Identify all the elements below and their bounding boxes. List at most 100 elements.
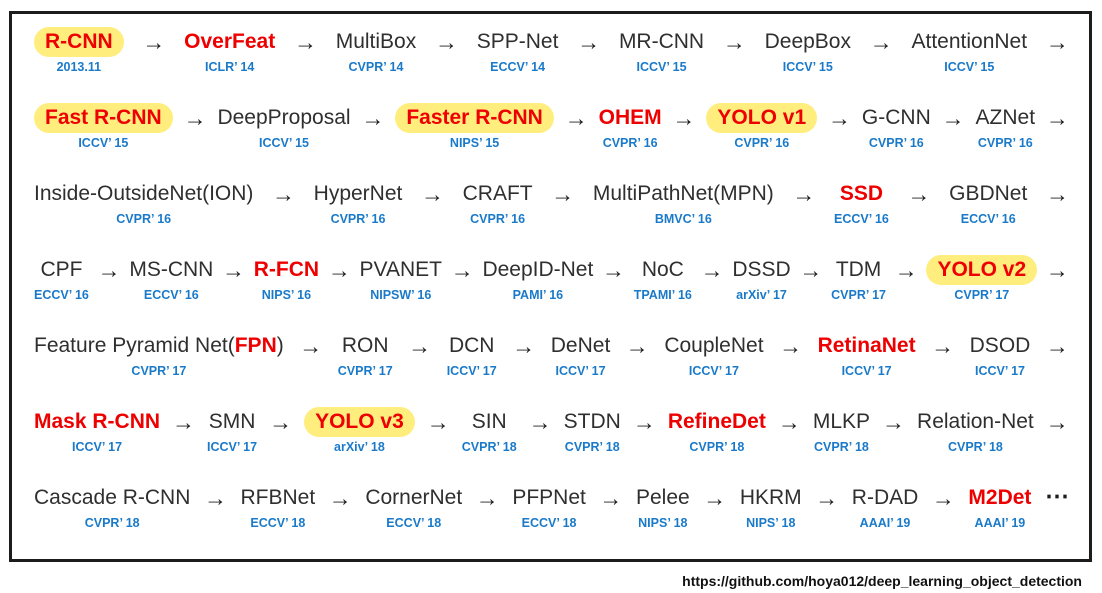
- model-name: RefineDet: [667, 410, 766, 433]
- model-name: Cascade R-CNN: [34, 486, 191, 509]
- venue-label: CVPR’ 16: [330, 212, 386, 226]
- model-name: R-CNN: [34, 27, 124, 57]
- arrow-icon: →: [882, 409, 906, 435]
- venue-label: ICCV’ 17: [446, 364, 497, 378]
- arrow-icon: →: [142, 29, 166, 55]
- arrow-icon: →: [632, 409, 656, 435]
- arrow-icon: →: [907, 181, 931, 207]
- venue-label: ECCV’ 16: [34, 288, 89, 302]
- model-name: Relation-Net: [917, 410, 1034, 433]
- model-name: RetinaNet: [817, 334, 916, 357]
- model-name: PVANET: [359, 258, 442, 281]
- model-name: Feature Pyramid Net(FPN): [34, 331, 284, 361]
- venue-label: CVPR’ 17: [337, 364, 393, 378]
- model-name: HyperNet: [313, 182, 403, 205]
- model-name: Pelee: [635, 486, 690, 509]
- arrow-icon: →: [1045, 29, 1069, 55]
- venue-label: ICCV’ 17: [974, 364, 1025, 378]
- arrow-icon: →: [203, 485, 227, 511]
- arrow-icon: →: [475, 485, 499, 511]
- arrow-icon: →: [408, 333, 432, 359]
- arrow-icon: →: [869, 29, 893, 55]
- arrow-icon: →: [894, 257, 918, 283]
- venue-label: arXiv’ 18: [334, 440, 385, 454]
- venue-label: CVPR’ 17: [131, 364, 187, 378]
- venue-label: ECCV’ 16: [143, 288, 199, 302]
- arrow-icon: →: [528, 409, 552, 435]
- model-name: MS-CNN: [129, 258, 214, 281]
- model-node: CPF ECCV’ 16: [34, 255, 89, 302]
- venue-label: AAAI’ 19: [859, 516, 911, 530]
- arrow-icon: →: [625, 333, 649, 359]
- venue-label: CVPR’ 18: [814, 440, 869, 454]
- venue-label: ECCV’ 16: [960, 212, 1016, 226]
- venue-label: CVPR’ 18: [564, 440, 620, 454]
- arrow-icon: →: [941, 105, 965, 131]
- model-name: DCN: [448, 334, 495, 357]
- model-name: RFBNet: [240, 486, 316, 509]
- model-name: HKRM: [739, 486, 802, 509]
- model-name: MultiBox: [335, 30, 417, 53]
- arrow-icon: →: [815, 485, 839, 511]
- venue-label: NIPS’ 18: [638, 516, 688, 530]
- model-name: Mask R-CNN: [34, 410, 161, 433]
- model-name: CRAFT: [462, 182, 533, 205]
- arrow-icon: →: [700, 257, 724, 283]
- model-name: DSSD: [732, 258, 791, 281]
- model-name: DeepBox: [764, 30, 851, 53]
- arrow-icon: →: [1045, 105, 1069, 131]
- arrow-icon: →: [602, 257, 626, 283]
- arrow-icon: →: [1045, 257, 1069, 283]
- model-name: DeepProposal: [217, 106, 351, 129]
- model-name: TDM: [835, 258, 882, 281]
- venue-label: NIPS’ 18: [746, 516, 796, 530]
- arrow-icon: →: [722, 29, 746, 55]
- model-name: OHEM: [598, 106, 662, 129]
- arrow-icon: →: [828, 105, 852, 131]
- ellipsis-icon: ⋯: [1044, 483, 1071, 510]
- arrow-icon: →: [426, 409, 450, 435]
- model-name: AttentionNet: [911, 30, 1028, 53]
- model-name: MR-CNN: [618, 30, 705, 53]
- arrow-icon: →: [779, 333, 803, 359]
- arrow-icon: →: [450, 257, 474, 283]
- venue-label: CVPR’ 16: [602, 136, 658, 150]
- model-name: AZNet: [975, 106, 1036, 129]
- source-url: https://github.com/hoya012/deep_learning…: [682, 573, 1082, 589]
- model-name-part: ): [276, 334, 284, 357]
- venue-label: CVPR’ 14: [348, 60, 404, 74]
- arrow-icon: →: [269, 409, 293, 435]
- model-name: CPF: [40, 258, 83, 281]
- venue-label: AAAI’ 19: [974, 516, 1026, 530]
- model-name: RON: [341, 334, 389, 357]
- model-name: MultiPathNet(MPN): [592, 182, 774, 205]
- model-name: SSD: [839, 182, 884, 205]
- arrow-icon: →: [299, 333, 323, 359]
- venue-label: PAMI’ 16: [512, 288, 564, 302]
- venue-label: ECCV’ 18: [250, 516, 306, 530]
- arrow-icon: →: [183, 105, 207, 131]
- arrow-icon: →: [931, 485, 955, 511]
- model-node: Inside-OutsideNet(ION)CVPR’ 16: [34, 179, 253, 226]
- venue-label: TPAMI’ 16: [633, 288, 692, 302]
- timeline-row: Feature Pyramid Net(FPN) CVPR’ 17 → RON CVPR…: [24, 331, 1079, 407]
- venue-label: ECCV’ 14: [490, 60, 546, 74]
- venue-label: ICCV’ 17: [555, 364, 606, 378]
- model-name: Faster R-CNN: [395, 103, 554, 133]
